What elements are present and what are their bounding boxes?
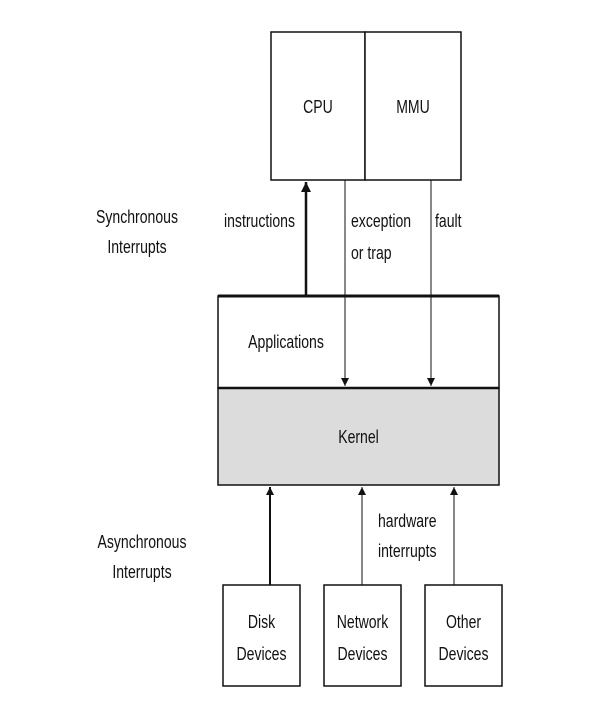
- synchronous-label-line1: Synchronous: [96, 207, 178, 227]
- kernel-box: [217, 387, 500, 486]
- instructions-label: instructions: [224, 211, 296, 231]
- mmu-label: MMU: [396, 97, 430, 117]
- disk-devices-box: [222, 584, 301, 687]
- other-label-line2: Devices: [438, 644, 489, 664]
- disk-label-line2: Devices: [236, 644, 287, 664]
- kernel-label: Kernel: [338, 427, 379, 447]
- network-label-line1: Network: [336, 612, 389, 632]
- cpu-label: CPU: [303, 97, 333, 117]
- network-label-line2: Devices: [337, 644, 388, 664]
- hardware-label-line2: interrupts: [378, 541, 437, 561]
- network-devices-box: [323, 584, 402, 687]
- hardware-label-line1: hardware: [378, 511, 437, 531]
- mmu-box: [364, 31, 462, 181]
- asynchronous-label-line2: Interrupts: [112, 562, 172, 582]
- disk-label-line1: Disk: [247, 612, 276, 632]
- other-label-line1: Other: [445, 612, 482, 632]
- applications-label: Applications: [248, 332, 324, 352]
- other-devices-box: [424, 584, 503, 687]
- asynchronous-label-line1: Asynchronous: [97, 532, 187, 552]
- cpu-box: [270, 31, 366, 181]
- synchronous-label-line2: Interrupts: [107, 237, 167, 257]
- exception-label-line2: or trap: [351, 243, 392, 263]
- exception-label-line1: exception: [351, 211, 412, 231]
- fault-label: fault: [435, 211, 462, 231]
